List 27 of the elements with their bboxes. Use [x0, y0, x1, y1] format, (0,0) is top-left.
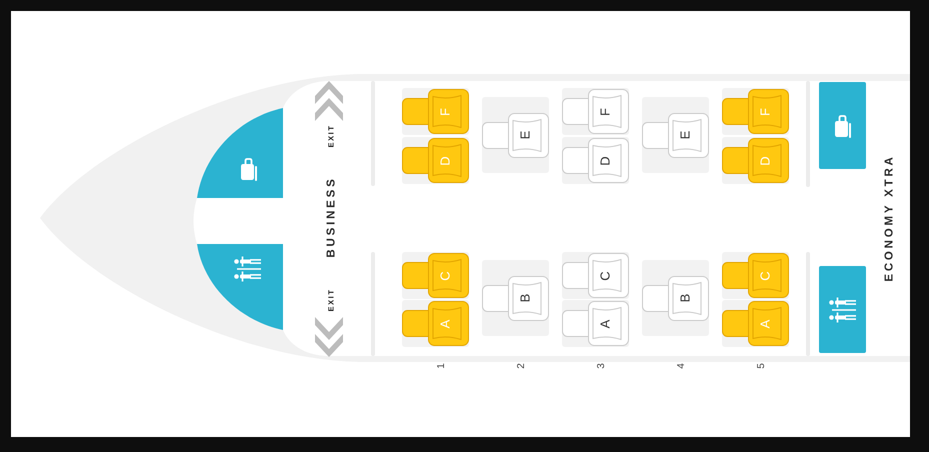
seat-letter: B	[678, 294, 692, 302]
seat	[482, 97, 549, 173]
seat-letter: A	[758, 319, 772, 328]
row-number: 2	[517, 363, 527, 369]
row-number: 5	[757, 363, 767, 369]
seat-letter: A	[598, 319, 612, 328]
cabin-class-label: ECONOMY XTRA	[884, 154, 896, 282]
seat-letter: C	[438, 270, 452, 280]
seat-letter: F	[758, 108, 772, 116]
row-number: 1	[437, 363, 447, 369]
seat	[482, 260, 549, 336]
seat-letter: F	[438, 108, 452, 116]
seat-letter: A	[438, 319, 452, 328]
seat-letter: C	[758, 270, 772, 280]
seat-letter: D	[438, 156, 452, 166]
seat-letter: F	[598, 108, 612, 116]
seat-letter: D	[758, 156, 772, 166]
seat-letter: C	[598, 270, 612, 280]
cabin-class-label: BUSINESS	[326, 176, 338, 258]
seat-letter: D	[598, 156, 612, 166]
seat-letter: E	[678, 130, 692, 140]
seat	[642, 97, 709, 173]
seat	[642, 260, 709, 336]
seat-letter: B	[518, 294, 532, 302]
row-number: 4	[677, 363, 687, 369]
row-number: 3	[597, 363, 607, 369]
seat-letter: E	[518, 130, 532, 140]
